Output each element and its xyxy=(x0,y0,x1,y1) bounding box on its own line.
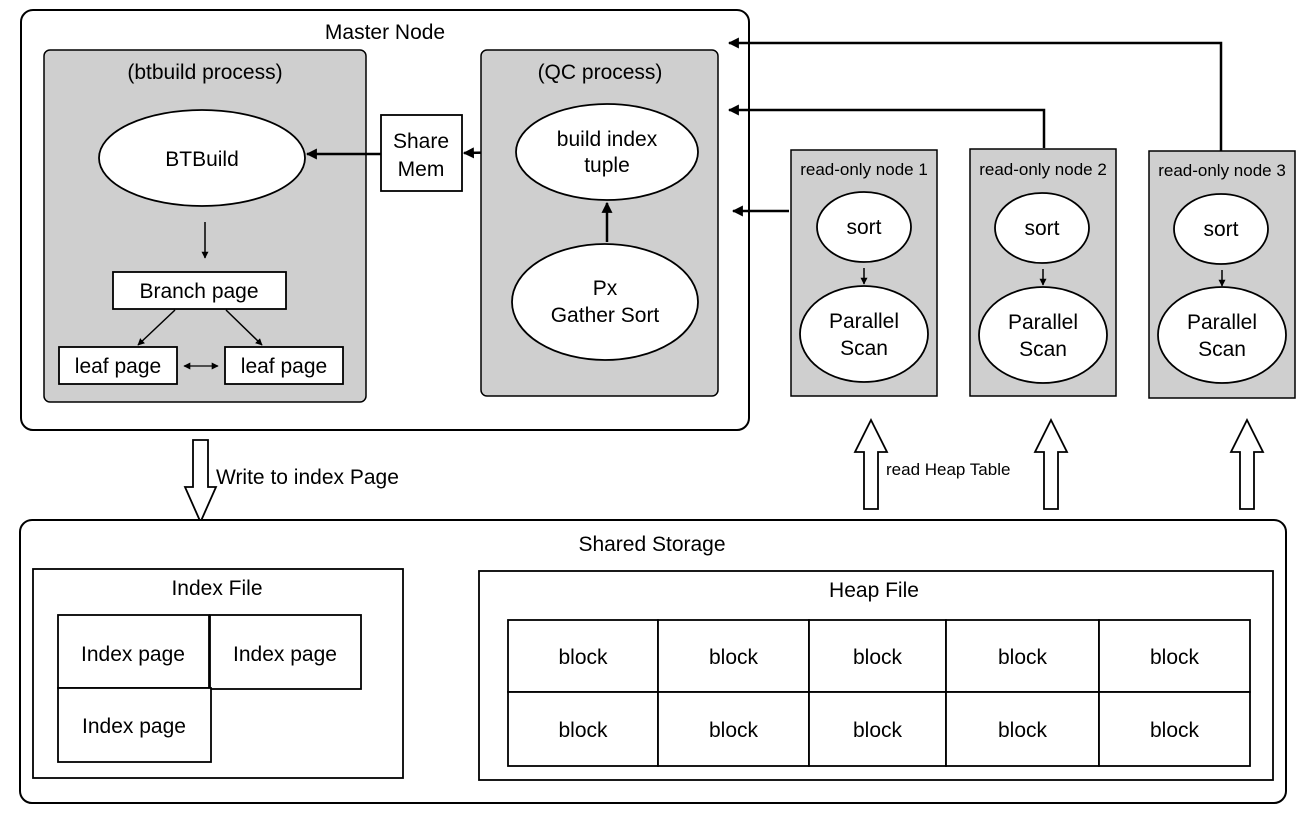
heap-block-cell xyxy=(507,691,659,767)
readonly-node-3-scan-line2: Scan xyxy=(1198,338,1246,361)
heap-block-label: block xyxy=(1150,646,1200,669)
index-page-3-label: Index page xyxy=(82,715,186,738)
heap-block-label: block xyxy=(709,646,759,669)
readonly-node-1-title: read-only node 1 xyxy=(800,160,928,179)
heap-block-label: block xyxy=(558,646,608,669)
read-heap-table-label: read Heap Table xyxy=(886,460,1010,479)
branch-to-leaf-left-arrow xyxy=(137,309,176,346)
share-mem-label-line1: Share xyxy=(393,130,449,153)
heap-block-label: block xyxy=(1150,719,1200,742)
leaf-page-right-label: leaf page xyxy=(241,355,327,378)
readonly-node-3-sort-label: sort xyxy=(1203,218,1238,241)
px-gather-sort-line2: Gather Sort xyxy=(551,304,660,327)
qc-process-title: (QC process) xyxy=(538,61,663,84)
heap-block-label: block xyxy=(853,719,903,742)
heap-block-cell xyxy=(945,619,1100,693)
readonly-node-1-scan-line1: Parallel xyxy=(829,310,899,333)
branch-page-label: Branch page xyxy=(139,280,258,303)
heap-block-cell xyxy=(507,619,659,693)
index-file-title: Index File xyxy=(171,577,262,600)
readonly-node-1-scan-line2: Scan xyxy=(840,337,888,360)
heap-block-label: block xyxy=(998,646,1048,669)
build-index-tuple-line2: tuple xyxy=(584,154,630,177)
build-index-tuple-line1: build index xyxy=(557,128,658,151)
heap-block-cell xyxy=(808,619,947,693)
readonly-node-2-scan-line2: Scan xyxy=(1019,338,1067,361)
index-page-3 xyxy=(57,687,212,763)
branch-to-leaf-right-arrow xyxy=(225,309,263,346)
heap-block-cell xyxy=(1098,691,1251,767)
readonly-node-2-sort xyxy=(994,192,1090,264)
build-index-tuple-node xyxy=(515,103,699,201)
btbuild-node xyxy=(98,109,306,207)
readonly-node-1-sort-label: sort xyxy=(846,216,881,239)
index-page-2 xyxy=(209,614,362,690)
master-node-title: Master Node xyxy=(325,21,445,44)
leaf-page-left-label: leaf page xyxy=(75,355,161,378)
readonly-node-2-title: read-only node 2 xyxy=(979,160,1107,179)
heap-file-title: Heap File xyxy=(829,579,919,602)
leaf-page-right-box xyxy=(224,346,344,385)
read-arrow-node-3 xyxy=(1229,417,1265,510)
read-arrow-node-1 xyxy=(853,417,889,510)
heap-block-label: block xyxy=(709,719,759,742)
index-page-2-label: Index page xyxy=(233,643,337,666)
readonly-node-2-sort-label: sort xyxy=(1024,217,1059,240)
index-page-1 xyxy=(57,614,210,689)
read-arrow-node-2 xyxy=(1033,417,1069,510)
readonly-node-3-sort xyxy=(1173,193,1269,265)
share-mem-box xyxy=(380,114,463,192)
write-to-index-label: Write to index Page xyxy=(216,466,399,489)
share-mem-label-line2: Mem xyxy=(398,158,445,181)
px-gather-sort-line1: Px xyxy=(593,277,618,300)
heap-block-cell xyxy=(945,691,1100,767)
readonly-node-3-parallel-scan xyxy=(1157,286,1287,384)
index-page-1-label: Index page xyxy=(81,643,185,666)
readonly-3-to-master-arrow xyxy=(727,37,1223,152)
heap-block-grid: block block block block block block block block… xyxy=(507,619,1251,767)
leaf-page-left-box xyxy=(58,346,178,385)
heap-block-label: block xyxy=(998,719,1048,742)
readonly-node-2-scan-line1: Parallel xyxy=(1008,311,1078,334)
write-to-index-arrow xyxy=(183,439,218,525)
readonly-node-2-parallel-scan xyxy=(978,286,1108,384)
readonly-node-1-sort xyxy=(816,191,912,263)
readonly-node-3-scan-line1: Parallel xyxy=(1187,311,1257,334)
readonly-node-1-parallel-scan xyxy=(799,285,929,383)
heap-block-cell xyxy=(657,691,810,767)
btbuild-node-label: BTBuild xyxy=(165,148,239,171)
readonly-node-3-title: read-only node 3 xyxy=(1158,161,1286,180)
heap-block-label: block xyxy=(558,719,608,742)
shared-storage-title: Shared Storage xyxy=(578,533,725,556)
btbuild-process-title: (btbuild process) xyxy=(127,61,282,84)
px-gather-sort-node xyxy=(511,243,699,361)
readonly-2-to-master-arrow xyxy=(727,104,1046,148)
heap-block-cell xyxy=(808,691,947,767)
heap-block-label: block xyxy=(853,646,903,669)
branch-page-box xyxy=(112,271,287,310)
